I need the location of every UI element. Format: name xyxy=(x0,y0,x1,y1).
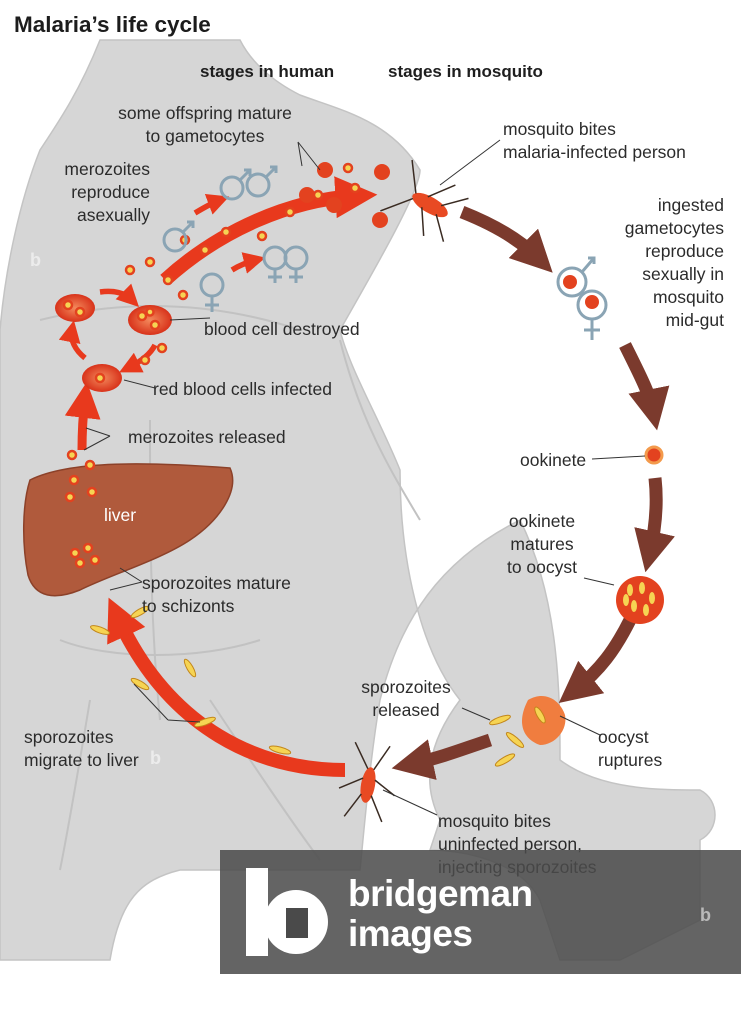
label-oocyst-ruptures: oocyst ruptures xyxy=(598,727,663,770)
label-ingested-gametocytes: ingested gametocytes reproduce sexually … xyxy=(624,195,724,330)
header-human-stages: stages in human xyxy=(200,62,335,81)
male-symbol-icon xyxy=(245,165,278,198)
bridgeman-logo-icon xyxy=(246,868,328,956)
female-symbol-icon xyxy=(283,245,309,283)
watermark-mark: b xyxy=(150,748,161,768)
mosquito-cycle-arrows xyxy=(391,205,675,780)
label-blood-cell-destroyed: blood cell destroyed xyxy=(204,319,360,339)
female-symbol-icon xyxy=(199,272,225,312)
watermark-banner: bridgeman images xyxy=(220,850,741,974)
gametocyte-symbols xyxy=(162,165,608,340)
oocyst xyxy=(616,576,664,624)
leader-lines xyxy=(83,139,646,816)
label-sporozoites-migrate: sporozoites migrate to liver xyxy=(24,727,139,770)
watermark-mark: b xyxy=(700,905,711,925)
label-sporozoites-released: sporozoites released xyxy=(361,677,451,720)
label-red-blood-cells-infected: red blood cells infected xyxy=(153,379,332,399)
label-merozoites-released: merozoites released xyxy=(128,427,286,447)
label-gametocytes: some offspring mature to gametocytes xyxy=(118,103,292,146)
sporozoite-migration-arrow xyxy=(107,597,346,777)
sporozoites xyxy=(90,605,546,767)
female-symbol-icon xyxy=(576,289,608,340)
ookinete-cell xyxy=(644,445,664,465)
label-ookinete: ookinete xyxy=(520,450,587,470)
blood-cycle-arrows xyxy=(58,193,266,451)
mosquito-icon xyxy=(338,741,396,823)
label-ookinete-matures: ookinete matures to oocyst xyxy=(506,511,578,577)
label-sporozoites-mature: sporozoites mature to schizonts xyxy=(142,573,291,616)
male-symbol-icon xyxy=(162,220,195,253)
watermark-mark: b xyxy=(30,250,41,270)
header-mosquito-stages: stages in mosquito xyxy=(388,62,543,81)
watermark-text: bridgeman images xyxy=(348,873,533,954)
mosquito-icon xyxy=(380,159,469,242)
label-liver: liver xyxy=(104,505,137,525)
male-symbol-icon xyxy=(219,168,252,201)
page-title: Malaria’s life cycle xyxy=(14,12,211,37)
label-mosquito-bites-infected: mosquito bites malaria-infected person xyxy=(503,119,686,162)
label-merozoites-reproduce: merozoites reproduce asexually xyxy=(64,159,150,225)
gametocyte-cells xyxy=(299,162,599,309)
male-symbol-icon xyxy=(556,256,596,298)
